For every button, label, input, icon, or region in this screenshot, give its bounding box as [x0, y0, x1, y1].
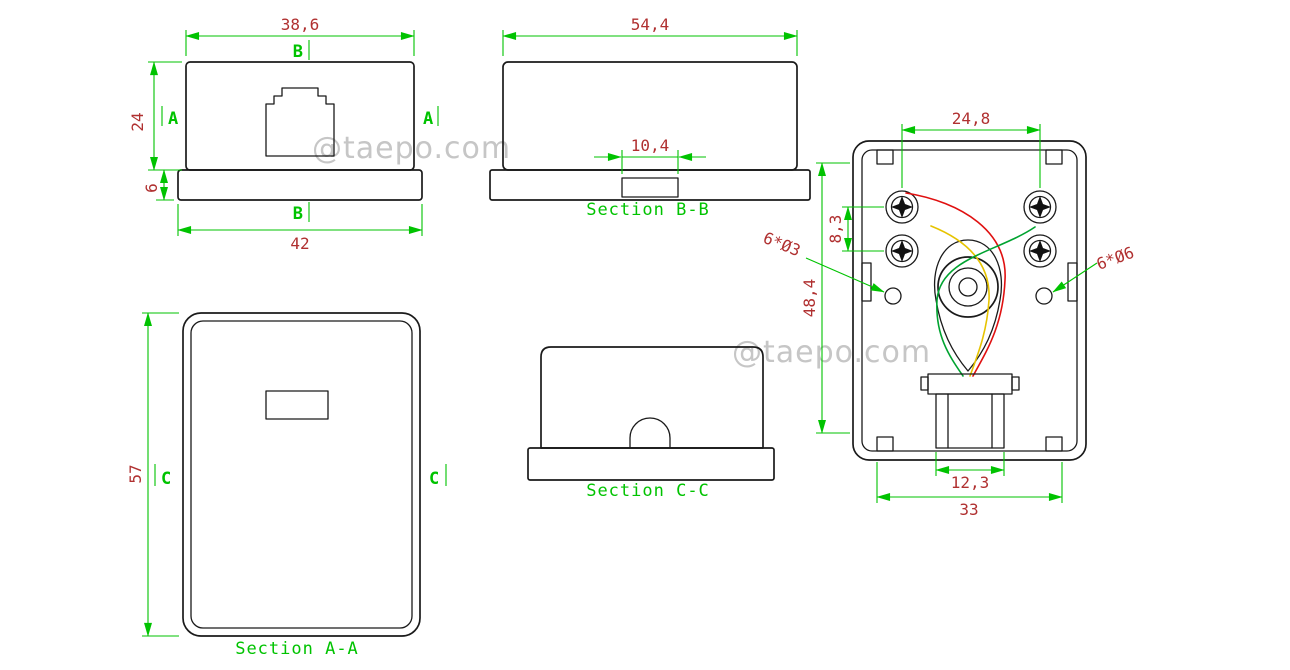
red-wire — [905, 192, 1006, 377]
section-aa-window — [265, 390, 329, 420]
section-aa-label: Section A-A — [235, 639, 359, 659]
internal-callout-small-holes: 6*Ø3 — [761, 228, 804, 260]
yellow-wire — [930, 225, 990, 377]
internal-callout-large-holes: 6*Ø6 — [1094, 243, 1137, 274]
small-hole-left — [884, 287, 902, 305]
internal-dim-screw-spacing: 24,8 — [952, 109, 991, 128]
front-marker-a-left: A — [168, 109, 178, 129]
section-bb-dim-slot: 10,4 — [631, 136, 670, 155]
section-cc-body — [540, 346, 764, 449]
section-aa-inner — [190, 320, 413, 629]
front-dim-flange-height: 6 — [142, 183, 161, 193]
internal-inner-wall — [861, 149, 1078, 452]
green-wire — [936, 226, 1036, 377]
leader-small-holes — [805, 257, 885, 293]
section-aa-dimension-lines — [142, 312, 447, 637]
section-bb-label: Section B-B — [586, 200, 710, 220]
section-cc-label: Section C-C — [586, 481, 710, 501]
front-dim-height: 24 — [128, 112, 147, 131]
section-aa-marker-c-right: C — [429, 469, 439, 489]
section-bb-dim-width: 54,4 — [631, 15, 670, 34]
front-view: 38,6 B 24 A A 6 B 42 — [128, 15, 439, 253]
screw-bottom-left — [885, 234, 919, 268]
internal-corner-tabs — [861, 149, 1078, 452]
internal-dim-mount-width: 33 — [959, 500, 978, 519]
section-bb-dimension-lines — [502, 30, 798, 174]
watermark-text-bottom: @taepo.com — [732, 335, 931, 370]
front-dimension-lines — [148, 30, 439, 236]
section-bb-slot — [621, 177, 679, 198]
cable-grommet — [933, 239, 1003, 372]
section-cc-arch-notch — [629, 417, 671, 449]
front-dim-width-top: 38,6 — [281, 15, 320, 34]
internal-dim-row-gap: 8,3 — [826, 215, 845, 244]
section-cut-marks — [161, 40, 439, 222]
section-cc-base — [527, 447, 775, 481]
section-bb-base — [489, 169, 811, 201]
bottom-connector — [920, 373, 1020, 449]
small-hole-right — [1035, 287, 1053, 305]
front-base-flange — [177, 169, 423, 201]
internal-dim-connector-width: 12,3 — [951, 473, 990, 492]
screw-bottom-right — [1023, 234, 1057, 268]
internal-dimension-lines — [805, 124, 1098, 503]
internal-outer-shell — [852, 140, 1087, 461]
section-cut-marks-c — [154, 464, 447, 486]
leader-large-holes — [1052, 262, 1098, 293]
internal-view: 24,8 8,3 48,4 6*Ø3 6*Ø6 12,3 33 — [761, 109, 1137, 519]
watermark-text-top: @taepo.com — [312, 131, 511, 166]
internal-dim-inner-height: 48,4 — [800, 279, 819, 318]
front-dim-width-bottom: 42 — [290, 234, 309, 253]
rj11-jack-opening — [265, 87, 335, 157]
screw-top-right — [1023, 190, 1057, 224]
wires — [905, 192, 1036, 377]
front-marker-b-bottom: B — [293, 204, 303, 224]
section-cc-view: Section C-C — [527, 346, 775, 501]
front-marker-b-top: B — [293, 42, 303, 62]
terminal-screws — [885, 190, 1057, 268]
section-aa-dim-height: 57 — [126, 464, 145, 483]
screw-top-left — [885, 190, 919, 224]
section-aa-outer — [182, 312, 421, 637]
section-aa-view: 57 C C Section A-A — [126, 312, 447, 659]
section-bb-view: 54,4 10,4 Section B-B — [489, 15, 811, 220]
front-marker-a-right: A — [423, 109, 433, 129]
section-aa-marker-c-left: C — [161, 469, 171, 489]
